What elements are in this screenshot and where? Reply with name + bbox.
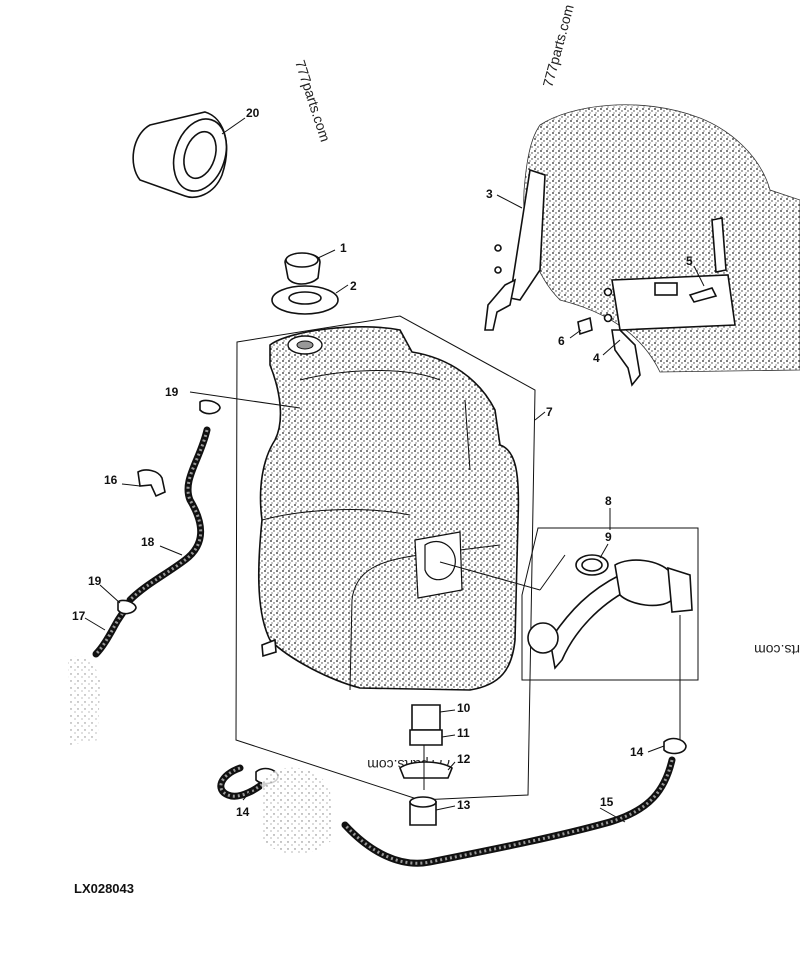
hose-clip bbox=[137, 469, 166, 498]
engine-block bbox=[484, 104, 800, 387]
callout-label: 18 bbox=[141, 535, 155, 549]
callout-label: 16 bbox=[104, 473, 118, 487]
hose-clamp bbox=[255, 737, 687, 785]
watermark-text: rts.com bbox=[754, 642, 800, 658]
callout-label: 9 bbox=[605, 530, 612, 544]
callout-label: 14 bbox=[630, 745, 644, 759]
watermark-text: 777parts.com bbox=[539, 3, 576, 89]
callout-label: 12 bbox=[457, 752, 471, 766]
callout-label: 2 bbox=[350, 279, 357, 293]
callout-label: 17 bbox=[72, 609, 86, 623]
callout-label: 14 bbox=[236, 805, 250, 819]
filler-cap bbox=[284, 249, 336, 285]
fuel-sender-unit bbox=[527, 508, 693, 670]
callout-label: 6 bbox=[558, 334, 565, 348]
filler-cap-gasket bbox=[271, 284, 349, 315]
callout-label: 1 bbox=[340, 241, 347, 255]
callout-label: 19 bbox=[165, 385, 179, 399]
callout-label: 10 bbox=[457, 701, 471, 715]
tank-group-outline bbox=[235, 315, 536, 801]
drain-fitting bbox=[399, 704, 453, 826]
fuel-hose bbox=[217, 756, 676, 867]
hose-clamp bbox=[117, 399, 221, 615]
watermark-text: 777parts.com bbox=[292, 58, 333, 144]
callout-label: 11 bbox=[457, 726, 470, 740]
sender-group-outline bbox=[521, 527, 699, 681]
callout-label: 5 bbox=[686, 254, 693, 268]
figure-id: LX028043 bbox=[74, 881, 134, 896]
fuel-tank bbox=[257, 326, 520, 691]
tape-roll-part bbox=[132, 111, 246, 199]
callout-label: 20 bbox=[246, 106, 260, 120]
callout-label: 15 bbox=[600, 795, 614, 809]
callout-label: 8 bbox=[605, 494, 612, 508]
callout-label: 13 bbox=[457, 798, 471, 812]
callout-label: 7 bbox=[546, 405, 553, 419]
callout-label: 4 bbox=[593, 351, 600, 365]
callout-label: 3 bbox=[486, 187, 493, 201]
vent-hose bbox=[92, 426, 211, 658]
callout-label: 19 bbox=[88, 574, 102, 588]
